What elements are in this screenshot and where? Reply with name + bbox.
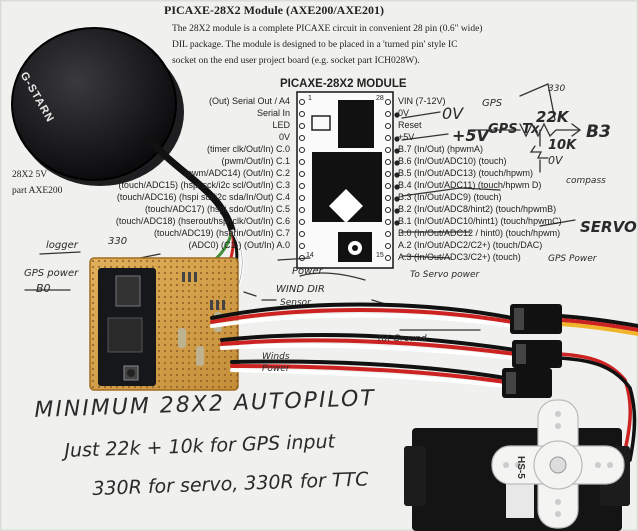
servo-mount-tab — [404, 446, 426, 506]
pin-label-right-9: B.3 (In/Out/ADC9) (touch) — [398, 192, 502, 202]
pin-number-14: 14 — [306, 252, 314, 259]
module-pins-left — [299, 99, 305, 261]
pin-label-left-4: 0V — [278, 132, 290, 142]
pin-label-right-13: A.2 (In/Out/ADC2/C2+) (touch/DAC) — [398, 240, 543, 250]
pin-label-right-6: B.6 (In/Out/ADC10) (touch) — [398, 156, 507, 166]
pin-label-left-10: (touch/ADC17) (hspi sdo/Out/In) C.5 — [144, 204, 290, 214]
module-reset-dot — [352, 245, 358, 251]
pin-label-left-7: (pwm/ADC14) (Out/In) C.2 — [183, 168, 290, 178]
module-crystal — [329, 189, 363, 223]
ink-strokes — [24, 83, 582, 331]
pin-label-left-12: (touch/ADC19) (hserin/Out/In) C.7 — [153, 228, 290, 238]
pin-number-1: 1 — [308, 95, 312, 102]
note-servo: SERVO — [580, 218, 637, 236]
note-gps-power: GPS Power — [548, 254, 597, 264]
pin-label-right-12: B.0 (In/Out/ADC12 / hint0) (touch/hpwm) — [398, 228, 561, 238]
note-servo-power: To Servo power — [410, 270, 480, 280]
mini-module-header — [115, 275, 141, 307]
pin-label-right-11: B.1 (In/Out/ADC10/hint1) (touch/hpwmC) — [398, 216, 562, 226]
gps-cable — [146, 136, 236, 234]
pin-number-15: 15 — [376, 252, 384, 259]
module-pins-right — [385, 99, 391, 261]
gps-puck — [12, 28, 176, 180]
note-10k: 10K — [548, 138, 577, 153]
note-0v: 0V — [442, 104, 464, 123]
pin-label-right-8: B.4 (In/Out/ADC11) (touch/hpwm D) — [398, 180, 542, 190]
pin-number-28: 28 — [376, 95, 384, 102]
pin-label-left-11: (touch/ADC18) (hserout/hspi clk/Out/In) … — [115, 216, 290, 226]
servo-connectors — [502, 304, 562, 398]
note-logger: logger — [46, 240, 78, 251]
note-wind-dir: WIND DIR — [276, 284, 325, 295]
servo-label: HS-5 — [515, 456, 526, 479]
doc-paragraph-line-1: The 28X2 module is a complete PICAXE cir… — [172, 24, 483, 34]
note-compass: compass — [566, 176, 606, 186]
note-gps-power-left: GPS power — [24, 268, 79, 279]
note-plus-5v: +5V — [452, 126, 489, 145]
note-winds-power: Power — [262, 364, 290, 374]
doc-heading: PICAXE-28X2 Module (AXE200/AXE201) — [164, 3, 384, 17]
module-title: PICAXE-28X2 MODULE — [280, 78, 407, 90]
note-winds: Winds — [262, 352, 290, 362]
module-chip-top — [338, 100, 374, 148]
note-b0: B0 — [36, 282, 51, 295]
pin-label-right-3: Reset — [398, 120, 422, 130]
module-chip-small — [311, 115, 331, 131]
pin-label-right-1: VIN (7-12V) — [398, 96, 446, 106]
note-sensor: Sensor — [280, 298, 311, 308]
pin-label-left-8: (touch/ADC15) (hspi sck/i2c scl/Out/In) … — [118, 180, 290, 190]
pin-bullets — [394, 112, 400, 226]
pin-label-right-7: B.5 (In/Out/ADC13) (touch/hpwm) — [398, 168, 534, 178]
note-rx-ground: RX Ground — [378, 334, 427, 344]
pin-label-right-4: +5V — [398, 132, 415, 142]
pin-label-left-9: (touch/ADC16) (hspi sdi/i2c sda/In/Out) … — [116, 192, 290, 202]
pin-label-right-14: A.3 (In/Out/ADC3/C2+) (touch) — [398, 252, 521, 262]
pin-label-right-2: 0V — [398, 108, 410, 118]
pin-label-left-2: Serial In — [256, 108, 290, 118]
note-330: 330 — [548, 84, 566, 94]
note-22k: 22K — [536, 108, 569, 126]
pin-label-right-10: B.2 (In/Out/ADC8/hint2) (touch/hpwmB) — [398, 204, 557, 214]
pin-label-left-6: (pwm/Out/In) C.1 — [221, 156, 290, 166]
doc-side-text-1: 28X2 5V — [12, 170, 48, 180]
doc-paragraph-line-3: socket on the end user project board (e.… — [172, 56, 420, 66]
pin-label-left-13: (ADC0) (C1-) (Out/In) A.0 — [188, 240, 290, 250]
note-gps: GPS — [482, 98, 503, 109]
note-logger-value: 330 — [108, 236, 128, 247]
pin-label-left-5: (timer clk/Out/In) C.0 — [206, 144, 290, 154]
pin-label-left-1: (Out) Serial Out / A4 — [208, 96, 290, 106]
mini-module-chip — [107, 317, 143, 353]
servo-cables — [210, 302, 638, 462]
pcb-header-pins — [182, 272, 225, 310]
note-power: Power — [292, 266, 323, 277]
note-b3: B3 — [586, 122, 611, 142]
note-gnd: 0V — [548, 154, 563, 167]
gps-puck-rim — [11, 27, 177, 181]
doc-paragraph-line-2: DIL package. The module is designed to b… — [172, 40, 458, 50]
note-gps-tx: GPS Tx — [488, 122, 540, 137]
pin-label-right-5: B.7 (In/Out) (hpwmA) — [398, 144, 484, 154]
pin-label-left-3: LED — [272, 120, 290, 130]
doc-side-text-2: part AXE200 — [12, 186, 63, 196]
